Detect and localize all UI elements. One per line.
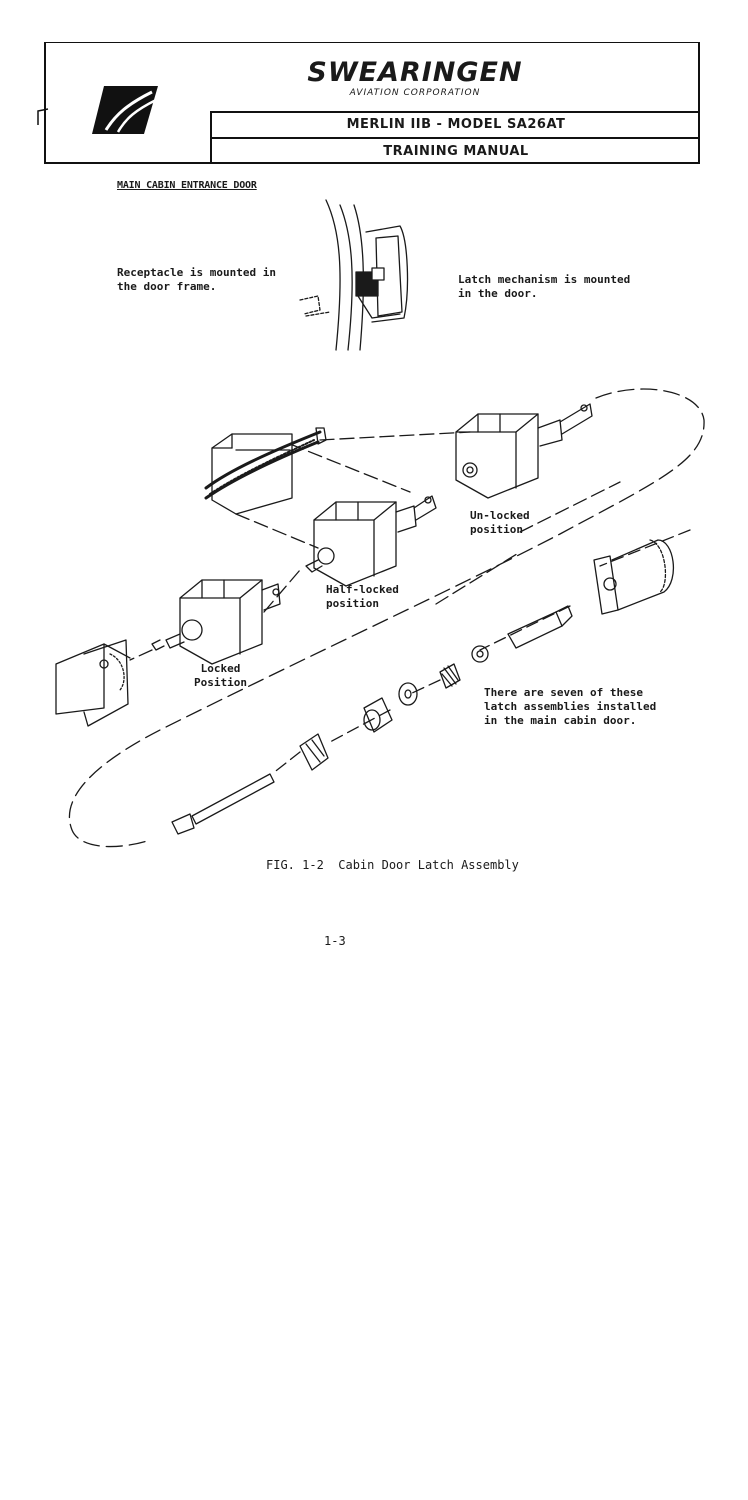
strike-plate <box>55 639 131 727</box>
bracket-mark <box>37 108 49 125</box>
company-subtitle: AVIATION CORPORATION <box>349 88 481 98</box>
label-half-locked-position: Half-locked position <box>326 583 399 610</box>
header-divider <box>210 111 212 164</box>
note-latch-mechanism: Latch mechanism is mounted in the door. <box>458 273 631 300</box>
manual-title: TRAINING MANUAL <box>383 144 529 159</box>
label-locked-position: Locked Position <box>194 662 247 689</box>
door-frame-detail <box>299 199 409 351</box>
latch-half-locked <box>305 495 437 587</box>
note-seven-assemblies: There are seven of these latch assemblie… <box>484 686 657 727</box>
company-name: SWEARINGEN <box>307 57 523 88</box>
bolt-parts <box>171 539 674 835</box>
latch-locked <box>151 579 281 665</box>
receptacle-assembly <box>204 427 327 515</box>
header-divider <box>210 137 700 139</box>
header-divider <box>210 111 700 113</box>
latch-unlocked <box>455 403 593 499</box>
model-title: MERLIN IIB - MODEL SA26AT <box>346 117 566 132</box>
assembly-path-axis <box>271 529 691 775</box>
page-number: 1-3 <box>324 934 346 948</box>
section-heading: MAIN CABIN ENTRANCE DOOR <box>117 180 257 191</box>
figure-caption: FIG. 1-2 Cabin Door Latch Assembly <box>266 858 519 872</box>
assembly-path-loop <box>68 388 705 848</box>
latch-assembly-illustration <box>55 199 705 848</box>
header-frame <box>44 42 700 164</box>
leader-lines <box>129 431 621 661</box>
swearingen-logo-icon <box>92 86 158 134</box>
label-unlocked-position: Un-locked position <box>470 509 530 536</box>
note-receptacle: Receptacle is mounted in the door frame. <box>117 266 276 293</box>
